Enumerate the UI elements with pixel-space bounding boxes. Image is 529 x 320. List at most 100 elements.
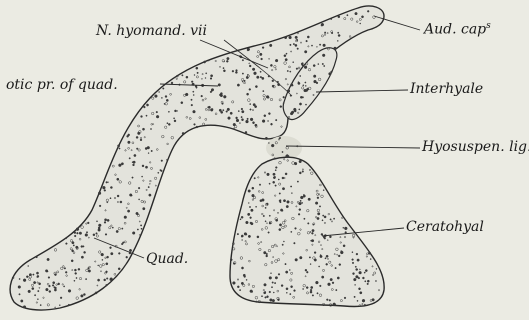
stipple-dot — [19, 278, 20, 279]
stipple-dot — [331, 18, 332, 19]
stipple-dot — [314, 80, 317, 83]
stipple-dot — [116, 230, 118, 232]
stipple-dot — [321, 23, 324, 26]
stipple-dot — [344, 227, 347, 230]
stipple-dot — [302, 97, 304, 99]
stipple-dot — [362, 299, 365, 302]
stipple-dot — [294, 242, 296, 244]
stipple-dot — [323, 44, 326, 47]
stipple-dot — [232, 70, 234, 72]
stipple-dot — [230, 112, 232, 114]
stipple-dot — [49, 285, 51, 287]
stipple-dot — [296, 39, 297, 40]
stipple-dot — [107, 202, 108, 203]
stipple-dot — [324, 65, 325, 66]
stipple-dot — [127, 135, 129, 137]
stipple-dot — [250, 217, 252, 219]
stipple-dot — [364, 304, 365, 305]
stipple-dot — [53, 282, 55, 284]
stipple-dot — [220, 66, 221, 67]
stipple-dot — [48, 277, 50, 279]
stipple-dot — [239, 289, 240, 290]
stipple-dot — [279, 193, 280, 194]
stipple-dot — [161, 97, 162, 98]
stipple-dot — [264, 251, 267, 254]
stipple-dot — [23, 306, 26, 309]
stipple-dot — [277, 212, 278, 213]
label-hyosuspen: Hyosuspen. lig. — [422, 140, 529, 154]
stipple-dot — [252, 68, 255, 71]
stipple-dot — [148, 186, 149, 187]
stipple-dot — [156, 111, 158, 113]
stipple-dot — [339, 264, 341, 266]
stipple-dot — [137, 229, 138, 230]
stipple-dot — [343, 245, 345, 247]
stipple-dot — [241, 216, 243, 218]
stipple-dot — [305, 85, 306, 86]
stipple-dot — [227, 57, 229, 59]
stipple-dot — [367, 10, 369, 12]
stipple-dot — [286, 155, 288, 157]
stipple-dot — [352, 262, 354, 264]
stipple-dot — [260, 200, 262, 202]
stipple-dot — [36, 256, 38, 258]
stipple-dot — [306, 287, 308, 289]
stipple-dot — [241, 119, 243, 121]
stipple-dot — [74, 269, 76, 271]
stipple-dot — [156, 115, 159, 118]
stipple-dot — [110, 247, 112, 249]
stipple-dot — [275, 119, 276, 120]
stipple-dot — [210, 91, 212, 93]
stipple-dot — [74, 280, 75, 281]
stipple-dot — [81, 295, 84, 298]
stipple-dot — [338, 32, 339, 33]
stipple-dot — [127, 210, 129, 212]
stipple-dot — [110, 198, 111, 199]
stipple-dot — [140, 139, 142, 141]
stipple-dot — [133, 161, 135, 163]
stipple-dot — [325, 258, 326, 259]
stipple-dot — [278, 179, 279, 180]
stipple-dot — [272, 282, 274, 284]
stipple-dot — [273, 173, 275, 175]
stipple-dot — [247, 74, 248, 75]
stipple-dot — [96, 221, 97, 222]
stipple-dot — [312, 295, 313, 296]
stipple-dot — [272, 85, 274, 87]
stipple-dot — [76, 277, 77, 278]
stipple-dot — [252, 187, 254, 189]
stipple-dot — [47, 271, 48, 272]
stipple-dot — [323, 215, 324, 216]
stipple-dot — [368, 252, 370, 254]
stipple-dot — [96, 233, 98, 235]
stipple-dot — [74, 232, 76, 234]
stipple-dot — [101, 253, 104, 256]
stipple-dot — [300, 75, 301, 76]
stipple-dot — [118, 253, 120, 255]
stipple-dot — [26, 276, 28, 278]
stipple-dot — [291, 231, 292, 232]
stipple-dot — [314, 252, 316, 254]
stipple-dot — [210, 109, 213, 112]
stipple-dot — [295, 259, 298, 262]
stipple-dot — [291, 111, 294, 114]
stipple-dot — [300, 196, 303, 199]
stipple-dot — [330, 278, 332, 280]
stipple-dot — [317, 213, 319, 215]
stipple-dot — [283, 241, 284, 242]
stipple-dot — [322, 54, 325, 57]
stipple-dot — [322, 220, 323, 221]
stipple-dot — [318, 64, 319, 65]
stipple-dot — [311, 45, 312, 46]
stipple-dot — [333, 218, 334, 219]
stipple-dot — [313, 224, 314, 225]
stipple-dot — [112, 227, 113, 228]
stipple-dot — [81, 246, 83, 248]
stipple-dot — [265, 207, 266, 208]
stipple-dot — [146, 104, 148, 106]
stipple-dot — [275, 185, 276, 186]
stipple-dot — [267, 173, 270, 176]
stipple-dot — [282, 177, 284, 179]
stipple-dot — [242, 73, 243, 74]
stipple-dot — [328, 283, 331, 286]
